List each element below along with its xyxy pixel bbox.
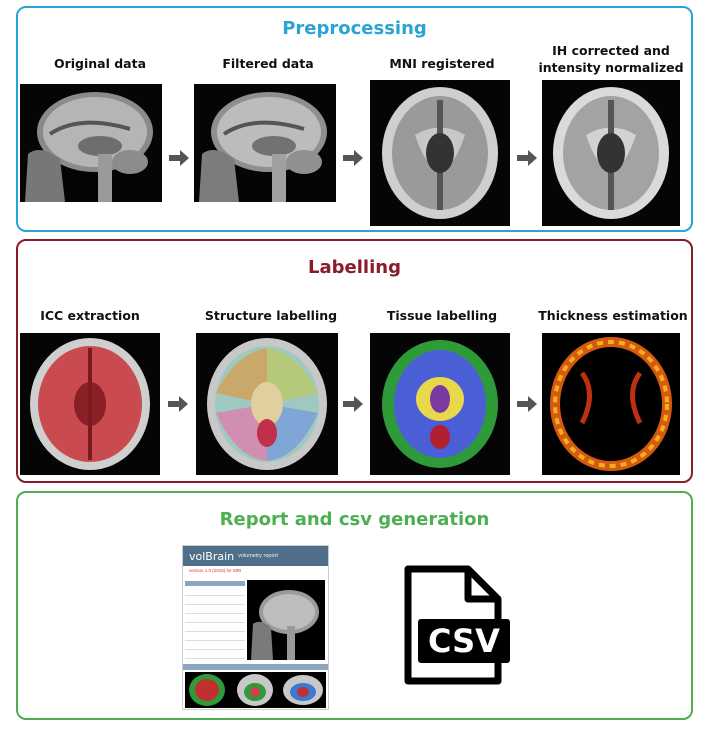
csv-icon-label: CSV [428, 622, 500, 660]
preprocessing-panel: Preprocessing Original data Filtered dat… [16, 6, 693, 232]
original-data-image [20, 84, 162, 202]
report-header: volBrain volumetry report [183, 546, 328, 566]
tissue-labelling-image [370, 333, 510, 475]
report-subtitle: volumetry report [238, 553, 278, 559]
icc-extraction-image [20, 333, 160, 475]
report-fields [185, 580, 245, 677]
step-label-original-data: Original data [53, 56, 147, 71]
arrow-icon [517, 150, 537, 166]
step-label-ih-corrected: IH corrected and intensity normalized [538, 43, 684, 75]
labelling-panel: Labelling ICC extraction Structure label… [16, 239, 693, 483]
arrow-icon [343, 396, 363, 412]
report-version-line: version 1.0 (2015) for MRI [189, 568, 242, 573]
report-logo: volBrain [189, 549, 235, 563]
filtered-data-image [194, 84, 336, 202]
report-segmentation-strip [185, 672, 326, 708]
csv-file-icon: CSV [390, 565, 510, 685]
structure-labelling-image [196, 333, 338, 475]
labelling-title: Labelling [308, 257, 401, 278]
step-label-filtered-data: Filtered data [222, 56, 314, 71]
preprocessing-title: Preprocessing [282, 18, 427, 39]
report-thumbnail: volBrain volumetry report version 1.0 (2… [182, 545, 329, 710]
step-label-structure-labelling: Structure labelling [204, 308, 338, 323]
report-title: Report and csv generation [219, 509, 490, 530]
step-label-mni-registered: MNI registered [389, 56, 495, 71]
arrow-icon [168, 396, 188, 412]
report-sagittal-image [247, 580, 325, 660]
step-label-tissue-labelling: Tissue labelling [386, 308, 498, 323]
arrow-icon [517, 396, 537, 412]
step-label-thickness-estimation: Thickness estimation [538, 308, 688, 323]
mni-registered-image [370, 80, 510, 226]
step-label-icc-extraction: ICC extraction [40, 308, 140, 323]
report-panel: Report and csv generation volBrain volum… [16, 491, 693, 720]
arrow-icon [343, 150, 363, 166]
arrow-icon [169, 150, 189, 166]
thickness-estimation-image [542, 333, 680, 475]
report-section-bar [183, 664, 328, 670]
ih-corrected-image [542, 80, 680, 226]
